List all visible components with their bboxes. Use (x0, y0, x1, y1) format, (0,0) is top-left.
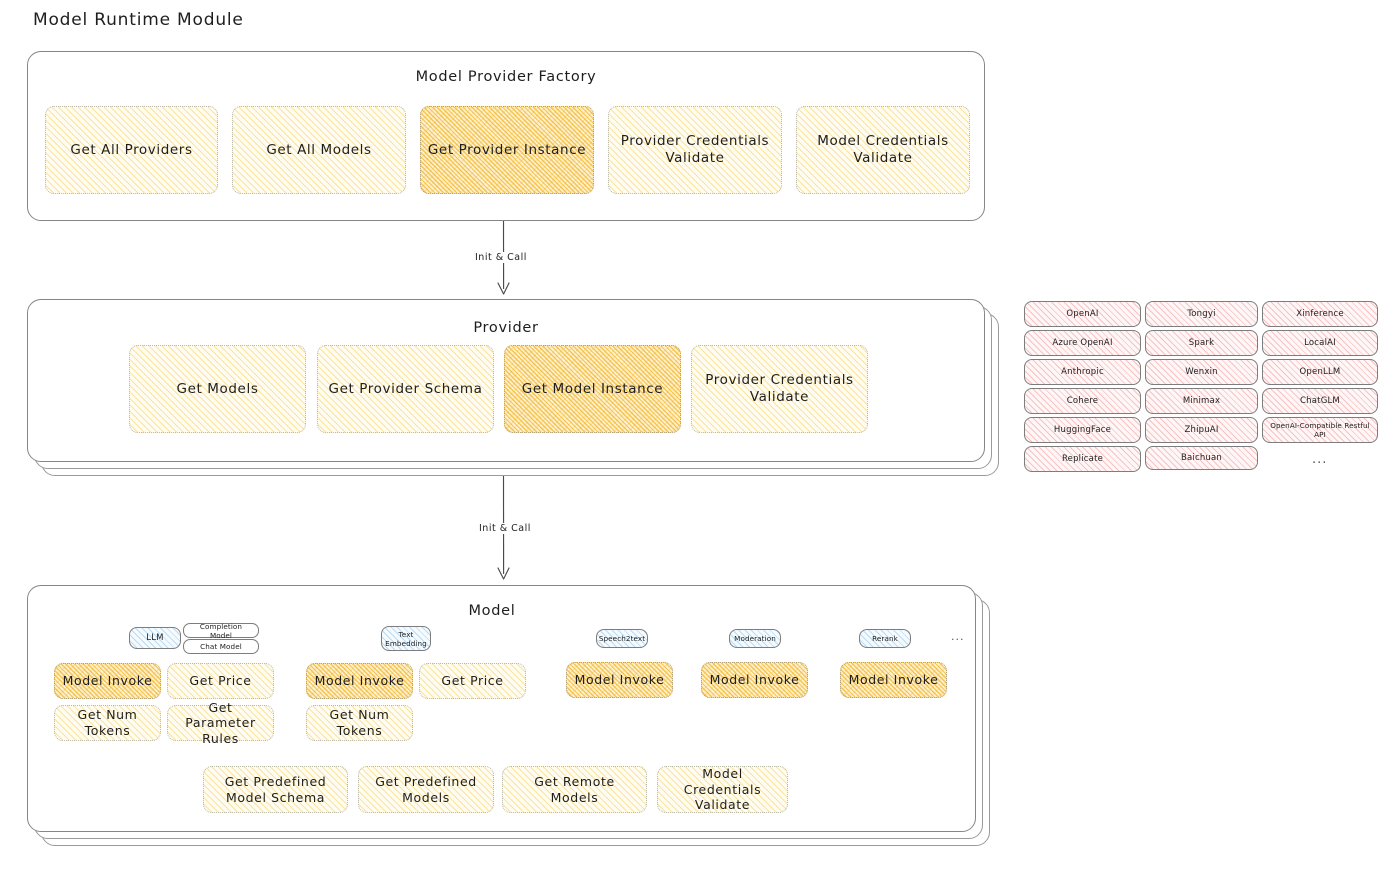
provider-chip-huggingface[interactable]: HuggingFace (1024, 417, 1141, 443)
panel-title-model: Model (468, 603, 516, 619)
node-get-models[interactable]: Get Models (129, 345, 306, 433)
node-get-provider-schema[interactable]: Get Provider Schema (317, 345, 494, 433)
model-types-ellipsis: ... (951, 630, 965, 643)
node-llm-get-num-tokens[interactable]: Get Num Tokens (54, 705, 161, 741)
model-type-chip-speech2text[interactable]: Speech2text (596, 629, 648, 648)
model-type-chip-moderation[interactable]: Moderation (729, 629, 781, 648)
node-get-model-instance[interactable]: Get Model Instance (504, 345, 681, 433)
provider-chip-anthropic[interactable]: Anthropic (1024, 359, 1141, 385)
node-get-predefined-model-schema[interactable]: Get Predefined Model Schema (203, 766, 348, 813)
page-title: Model Runtime Module (33, 10, 244, 30)
node-moderation-model-invoke[interactable]: Model Invoke (701, 662, 808, 698)
node-text-embedding-get-num-tokens[interactable]: Get Num Tokens (306, 705, 413, 741)
node-model-credentials-validate-2[interactable]: Model Credentials Validate (657, 766, 788, 813)
provider-chip-openai-compatible-restful-api[interactable]: OpenAI-Compatible Restful API (1262, 417, 1378, 443)
provider-chip-openai[interactable]: OpenAI (1024, 301, 1141, 327)
node-get-all-providers[interactable]: Get All Providers (45, 106, 218, 194)
node-provider-credentials-validate[interactable]: Provider Credentials Validate (608, 106, 782, 194)
provider-chip-cohere[interactable]: Cohere (1024, 388, 1141, 414)
provider-chip-tongyi[interactable]: Tongyi (1145, 301, 1258, 327)
node-rerank-model-invoke[interactable]: Model Invoke (840, 662, 947, 698)
panel-title-provider: Provider (473, 320, 539, 336)
arrow-label-init-and-call-2: Init & Call (476, 523, 534, 534)
provider-chip-spark[interactable]: Spark (1145, 330, 1258, 356)
node-text-embedding-get-price[interactable]: Get Price (419, 663, 526, 699)
provider-chip-wenxin[interactable]: Wenxin (1145, 359, 1258, 385)
model-subchip-completion-model[interactable]: Completion Model (183, 622, 259, 640)
provider-chip-xinference[interactable]: Xinference (1262, 301, 1378, 327)
node-get-remote-models[interactable]: Get Remote Models (502, 766, 647, 813)
provider-chip-azure-openai[interactable]: Azure OpenAI (1024, 330, 1141, 356)
provider-chip-localai[interactable]: LocalAI (1262, 330, 1378, 356)
node-llm-get-price[interactable]: Get Price (167, 663, 274, 699)
node-model-credentials-validate[interactable]: Model Credentials Validate (796, 106, 970, 194)
node-get-predefined-models[interactable]: Get Predefined Models (358, 766, 494, 813)
node-get-all-models[interactable]: Get All Models (232, 106, 406, 194)
arrow-label-init-and-call-1: Init & Call (472, 252, 530, 263)
model-subchip-chat-model[interactable]: Chat Model (183, 639, 259, 654)
provider-chip-baichuan[interactable]: Baichuan (1145, 446, 1258, 470)
node-speech2text-model-invoke[interactable]: Model Invoke (566, 662, 673, 698)
provider-list-ellipsis: ... (1312, 452, 1328, 467)
node-llm-get-parameter-rules[interactable]: Get Parameter Rules (167, 700, 274, 746)
model-type-chip-llm[interactable]: LLM (129, 627, 181, 649)
provider-chip-openllm[interactable]: OpenLLM (1262, 359, 1378, 385)
node-llm-model-invoke[interactable]: Model Invoke (54, 663, 161, 699)
provider-chip-minimax[interactable]: Minimax (1145, 388, 1258, 414)
provider-chip-replicate[interactable]: Replicate (1024, 446, 1141, 472)
panel-title-model-provider-factory: Model Provider Factory (415, 69, 597, 85)
provider-chip-zhipuai[interactable]: ZhipuAI (1145, 417, 1258, 443)
node-text-embedding-model-invoke[interactable]: Model Invoke (306, 663, 413, 699)
model-type-chip-rerank[interactable]: Rerank (859, 629, 911, 648)
node-provider-credentials-validate-2[interactable]: Provider Credentials Validate (691, 345, 868, 433)
node-get-provider-instance[interactable]: Get Provider Instance (420, 106, 594, 194)
provider-chip-chatglm[interactable]: ChatGLM (1262, 388, 1378, 414)
model-type-chip-text-embedding[interactable]: Text Embedding (381, 626, 431, 651)
